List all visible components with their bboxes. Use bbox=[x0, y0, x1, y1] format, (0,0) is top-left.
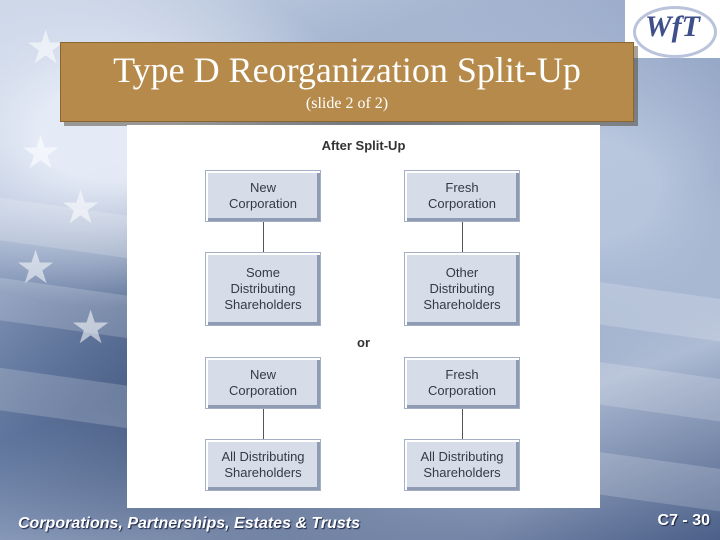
star-icon: ★ bbox=[25, 20, 67, 74]
diagram-panel: After Split-Up New Corporation Some Dist… bbox=[127, 125, 600, 508]
star-icon: ★ bbox=[15, 240, 57, 294]
connector-line bbox=[263, 409, 264, 439]
slide-number: C7 - 30 bbox=[657, 512, 710, 529]
some-distributing-shareholders-box: Some Distributing Shareholders bbox=[205, 252, 321, 326]
other-distributing-shareholders-box: Other Distributing Shareholders bbox=[404, 252, 520, 326]
star-icon: ★ bbox=[20, 125, 62, 179]
slide-title: Type D Reorganization Split-Up bbox=[113, 50, 581, 90]
connector-line bbox=[263, 222, 264, 252]
connector-line bbox=[462, 222, 463, 252]
logo-ring bbox=[633, 6, 717, 58]
logo-text: WfT bbox=[645, 10, 700, 43]
or-label: or bbox=[357, 335, 370, 350]
new-corporation-box: New Corporation bbox=[205, 170, 321, 222]
all-distributing-shareholders-box: All Distributing Shareholders bbox=[205, 439, 321, 491]
star-icon: ★ bbox=[60, 180, 102, 234]
new-corporation-box: New Corporation bbox=[205, 357, 321, 409]
all-distributing-shareholders-box: All Distributing Shareholders bbox=[404, 439, 520, 491]
diagram-title: After Split-Up bbox=[321, 138, 406, 153]
slide-subtitle: (slide 2 of 2) bbox=[305, 95, 389, 112]
fresh-corporation-box: Fresh Corporation bbox=[404, 357, 520, 409]
footer-book-title: Corporations, Partnerships, Estates & Tr… bbox=[18, 515, 361, 532]
title-banner: Type D Reorganization Split-Up (slide 2 … bbox=[60, 42, 634, 122]
connector-line bbox=[462, 409, 463, 439]
wft-logo: WfT bbox=[625, 0, 720, 58]
fresh-corporation-box: Fresh Corporation bbox=[404, 170, 520, 222]
star-icon: ★ bbox=[70, 300, 112, 354]
